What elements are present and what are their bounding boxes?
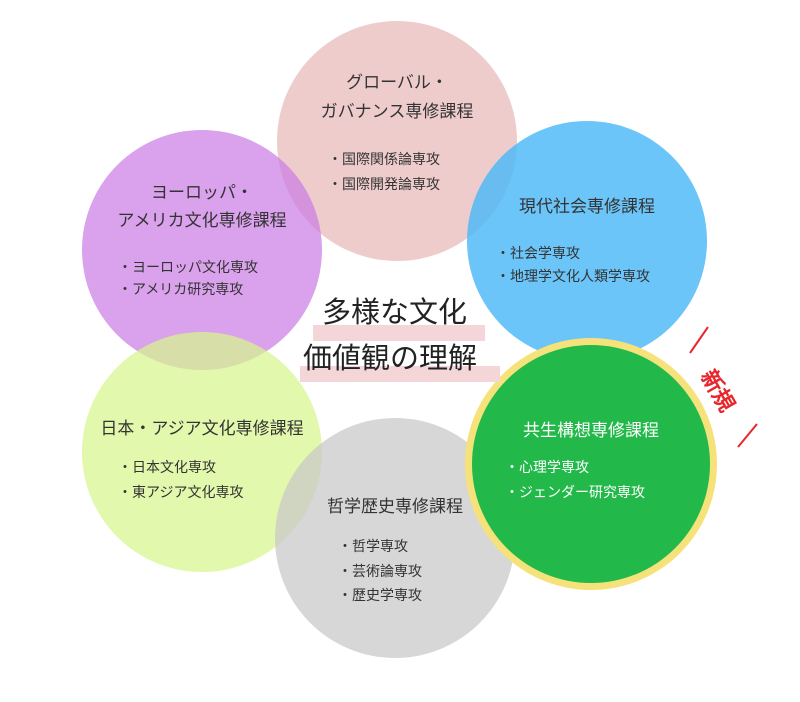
circle-modern bbox=[467, 121, 707, 361]
circle-symbiosis bbox=[472, 345, 710, 583]
europe-item-1: ・ヨーロッパ文化専攻 bbox=[118, 260, 258, 276]
symbiosis-item-1: ・心理学専攻 bbox=[505, 460, 589, 476]
japan-item-2: ・東アジア文化専攻 bbox=[118, 485, 244, 501]
circle-europe bbox=[82, 130, 322, 370]
japan-title: 日本・アジア文化専修課程 bbox=[100, 419, 304, 439]
new-badge-slash-top bbox=[689, 326, 709, 354]
center-highlight-1 bbox=[313, 325, 485, 341]
new-badge-slash-bottom bbox=[737, 423, 758, 448]
philosophy-item-2: ・芸術論専攻 bbox=[338, 564, 422, 580]
philosophy-item-3: ・歴史学専攻 bbox=[338, 588, 422, 604]
modern-item-1: ・社会学専攻 bbox=[496, 246, 580, 262]
global-title-line2: ガバナンス専修課程 bbox=[320, 102, 474, 122]
global-title-line1: グローバル・ bbox=[346, 73, 448, 93]
philosophy-title: 哲学歴史専修課程 bbox=[327, 497, 463, 517]
global-item-1: ・国際関係論専攻 bbox=[328, 152, 440, 168]
center-line2: 価値観の理解 bbox=[303, 341, 478, 375]
europe-item-2: ・アメリカ研究専攻 bbox=[118, 282, 244, 298]
philosophy-item-1: ・哲学専攻 bbox=[338, 539, 408, 555]
center-highlight-2 bbox=[300, 366, 500, 382]
symbiosis-item-2: ・ジェンダー研究専攻 bbox=[505, 485, 645, 501]
europe-title-line1: ヨーロッパ・ bbox=[151, 183, 253, 203]
modern-title: 現代社会専修課程 bbox=[519, 197, 655, 217]
modern-item-2: ・地理学文化人類学専攻 bbox=[496, 269, 650, 285]
global-item-2: ・国際開発論専攻 bbox=[328, 177, 440, 193]
center-line1: 多様な文化 bbox=[322, 295, 468, 329]
symbiosis-title: 共生構想専修課程 bbox=[523, 421, 659, 441]
japan-item-1: ・日本文化専攻 bbox=[118, 460, 216, 476]
europe-title-line2: アメリカ文化専修課程 bbox=[117, 211, 287, 231]
